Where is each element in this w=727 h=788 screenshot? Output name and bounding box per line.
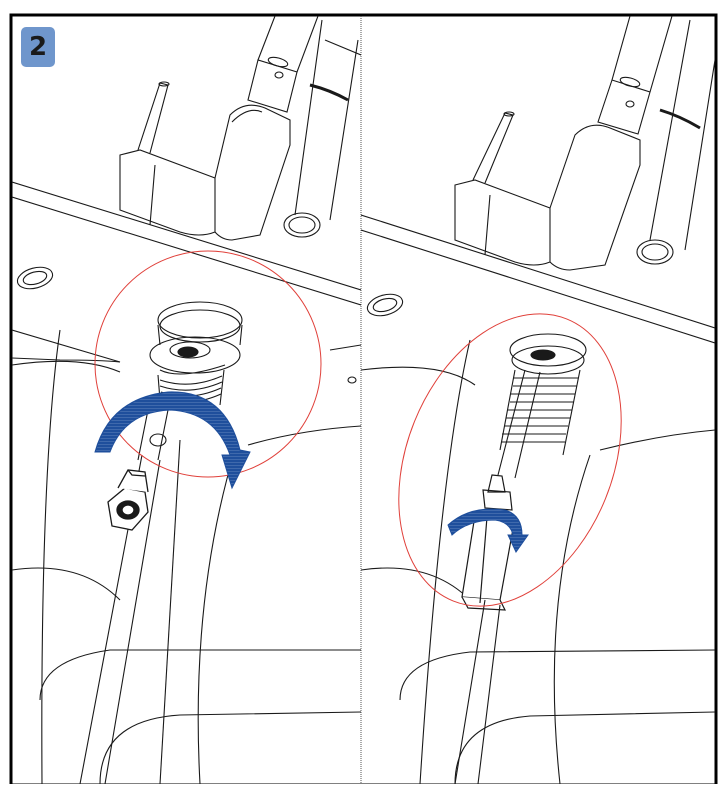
nut-edge [159, 364, 226, 375]
cabinet-inner-edge [99, 711, 361, 784]
faucet-body [549, 124, 641, 271]
countertop-edge [361, 214, 715, 329]
lever-tip [503, 111, 515, 117]
rotation-arrow-icon [447, 508, 529, 553]
base-ring-inner [288, 216, 316, 234]
base-ring [636, 239, 674, 265]
washer-bottom [511, 345, 585, 375]
faucet-lever-handle [137, 82, 169, 154]
washer-top [509, 333, 587, 367]
basin-left-wall [419, 339, 471, 784]
basin-right-rim [599, 429, 715, 451]
washer-mid [159, 309, 241, 343]
threads [501, 377, 578, 443]
hex-wrench-icon [461, 474, 516, 611]
small-hole [347, 376, 357, 384]
countertop-edge-lower [12, 196, 361, 306]
pullout-hose [649, 19, 715, 251]
shank-opening [169, 341, 211, 359]
sink-rim-inner [12, 360, 121, 373]
faucet-neck [597, 79, 651, 135]
rotation-arrow-icon [94, 391, 251, 490]
thread-side [499, 369, 581, 456]
mounting-hole [16, 266, 54, 290]
faucet-body [214, 104, 291, 241]
cabinet-curve [361, 567, 471, 601]
base-ring-inner [641, 243, 669, 261]
faucet-lever-handle [472, 112, 514, 184]
faucet-lever-seam [484, 194, 491, 256]
spout [611, 16, 673, 93]
set-screw [274, 71, 284, 79]
washer-side [157, 324, 243, 346]
countertop-edge [12, 181, 361, 291]
highlight-circle [94, 250, 322, 478]
spout-left [257, 16, 276, 61]
outer-border [9, 13, 718, 787]
mounting-hole-inner [372, 297, 398, 313]
shank-rod [497, 369, 541, 479]
mounting-shank [137, 301, 243, 461]
washer-top [157, 301, 243, 339]
supply-hose [454, 599, 501, 784]
pullout-band [659, 108, 701, 130]
supply-hose-2 [159, 439, 181, 784]
base-ring [283, 212, 321, 238]
cabinet-inner-edge [454, 711, 715, 784]
faucet-lever-base [454, 179, 551, 266]
basin-right-wall [553, 454, 591, 784]
countertop-edge-lower [361, 229, 715, 344]
set-screw [625, 100, 635, 108]
mounting-hole-inner [22, 270, 48, 286]
right-panel [361, 16, 715, 784]
step-number-badge: 2 [21, 27, 55, 67]
basin-right-rim [247, 425, 361, 446]
pullout-band [309, 83, 349, 102]
threaded-shank [497, 333, 587, 479]
faucet-lever-base [119, 149, 216, 236]
threads [159, 375, 223, 403]
mounting-hole [366, 293, 404, 317]
shank-core [530, 349, 556, 361]
lever-tip [158, 81, 170, 87]
left-panel [12, 16, 361, 784]
sink-rim-line [12, 329, 121, 363]
cabinet-top-edge [39, 649, 361, 701]
basin-left-wall [41, 329, 61, 784]
cabinet-top-edge [399, 649, 715, 701]
pullout-top [324, 39, 361, 56]
highlight-circle [398, 313, 622, 607]
cabinet-curve [12, 567, 121, 601]
basin-right-wall [197, 449, 236, 784]
pullout-hose [294, 19, 359, 221]
shank-core [177, 346, 199, 358]
basin-rim-right [329, 344, 361, 351]
nut-icon [107, 469, 149, 531]
rod-ring [149, 433, 167, 447]
faucet-neck [247, 59, 298, 113]
spout-right [296, 16, 319, 73]
sink-rim-curve [12, 357, 121, 363]
neck-ring [267, 56, 289, 68]
faucet-lever-seam [149, 164, 156, 226]
sink-rim-curve [361, 366, 476, 386]
neck-ring [619, 76, 641, 88]
faucet-body-shade [231, 109, 263, 123]
